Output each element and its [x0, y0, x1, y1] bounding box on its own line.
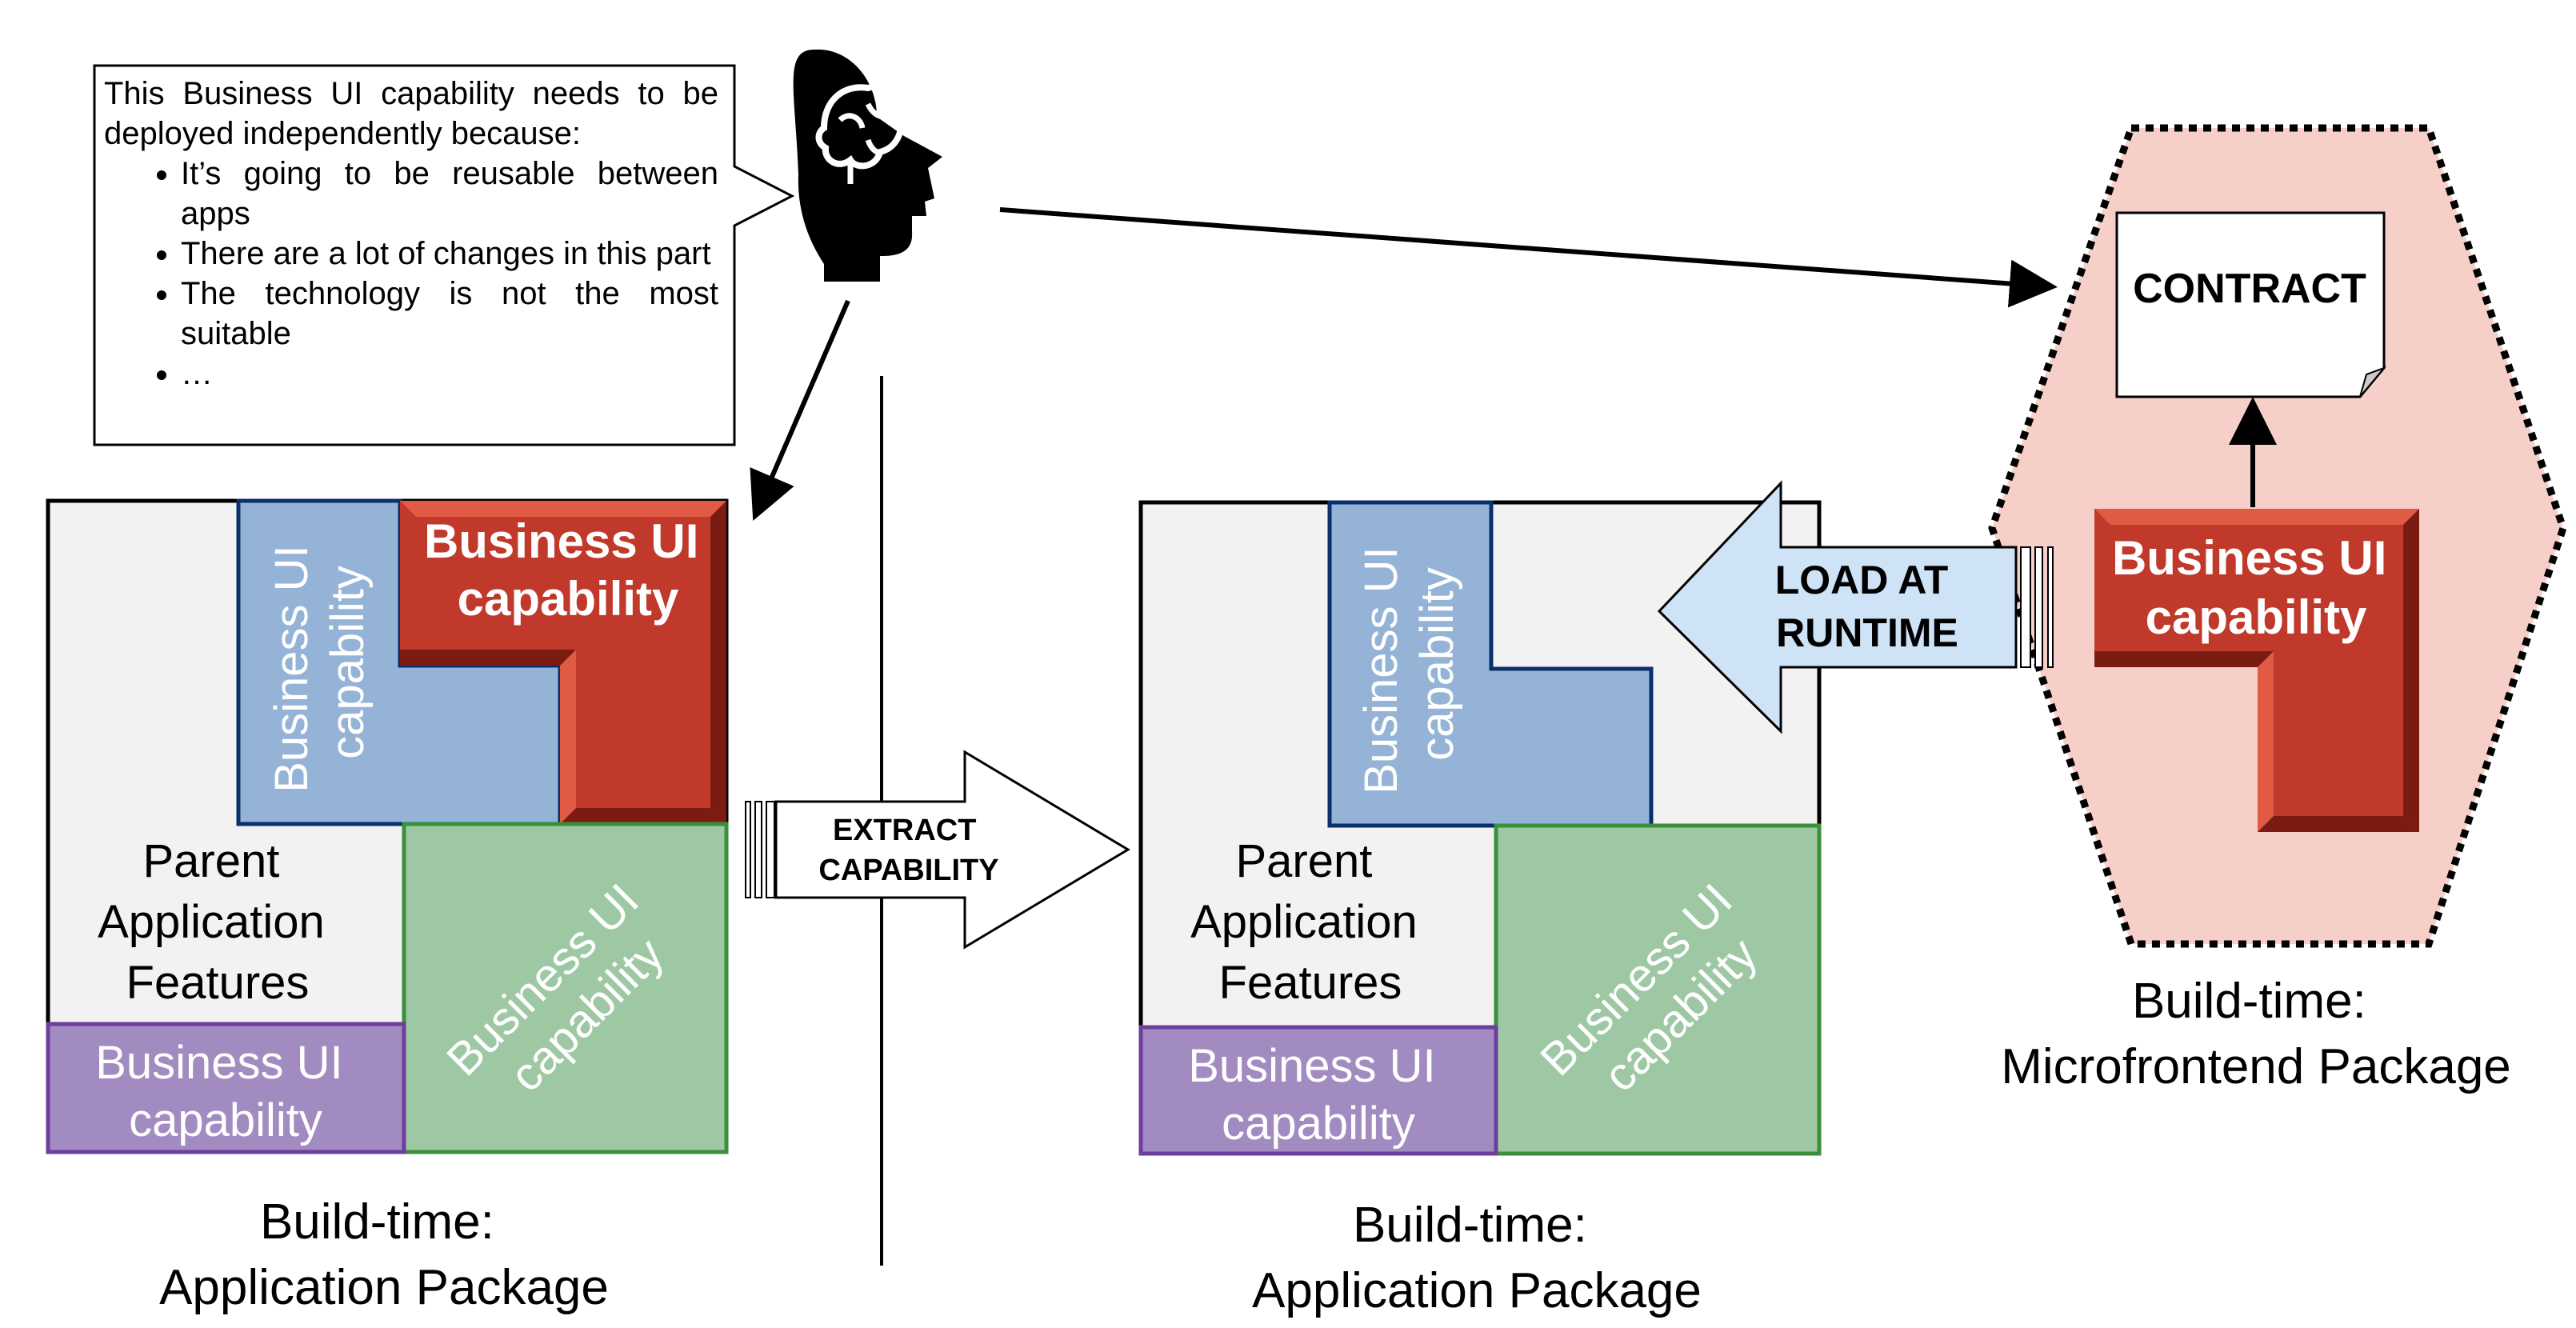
microfrontend-package: CONTRACT Business UI capability Build-ti… — [1988, 124, 2567, 1094]
arrow-head-to-contract — [999, 207, 2058, 308]
list-item: The technology is not the most suitable — [181, 274, 718, 354]
arrow-head-to-left-package — [750, 299, 850, 522]
microfrontend-caption: Build-time: Microfrontend Package — [2001, 974, 2511, 1094]
left-caption: Build-time: Application Package — [159, 1194, 609, 1315]
left-purple-label: Business UI capability — [95, 1037, 356, 1146]
middle-blue-capability — [1327, 500, 1654, 828]
list-item: … — [181, 354, 718, 394]
svg-text:EXTRACT CAPABILITY: EXTRACT CAPABILITY — [818, 814, 998, 887]
left-parent-label: Parent Application Features — [98, 835, 338, 1009]
load-at-runtime-arrow: LOAD AT RUNTIME — [1657, 480, 2054, 734]
contract-label: CONTRACT — [2133, 266, 2366, 312]
middle-green-capability — [1494, 823, 1822, 1156]
microfrontend-red-capability — [2094, 509, 2419, 832]
callout-intro: This Business UI capability needs to be … — [104, 76, 718, 151]
list-item: It’s going to be reusable between apps — [181, 154, 718, 234]
callout-reasons-list: It’s going to be reusable between apps T… — [104, 154, 718, 394]
middle-application-package: Business UI capability Business UI capab… — [1138, 500, 1822, 1318]
left-purple-capability — [46, 1022, 406, 1154]
svg-text:LOAD AT RUNTIME: LOAD AT RUNTIME — [1775, 558, 1960, 655]
contract-document: CONTRACT — [2115, 211, 2387, 398]
left-red-capability — [400, 501, 726, 824]
left-red-label: Business UI capability — [424, 514, 712, 626]
middle-caption: Build-time: Application Package — [1252, 1198, 1702, 1318]
middle-purple-capability — [1138, 1025, 1498, 1156]
list-item: There are a lot of changes in this part — [181, 234, 718, 274]
left-application-package: Business UI capability Business UI capab… — [46, 498, 729, 1315]
callout-bubble — [93, 64, 795, 446]
left-green-capability — [402, 822, 729, 1154]
middle-blue-label: Business UI capability — [1355, 534, 1463, 794]
microfrontend-red-label: Business UI capability — [2112, 531, 2400, 644]
extract-capability-arrow: EXTRACT CAPABILITY — [745, 750, 1130, 950]
left-blue-label: Business UI capability — [266, 532, 374, 793]
callout-text: This Business UI capability needs to be … — [96, 67, 731, 440]
middle-purple-label: Business UI capability — [1188, 1040, 1449, 1150]
brain-head-icon — [793, 49, 942, 282]
middle-parent-label: Parent Application Features — [1190, 835, 1430, 1009]
